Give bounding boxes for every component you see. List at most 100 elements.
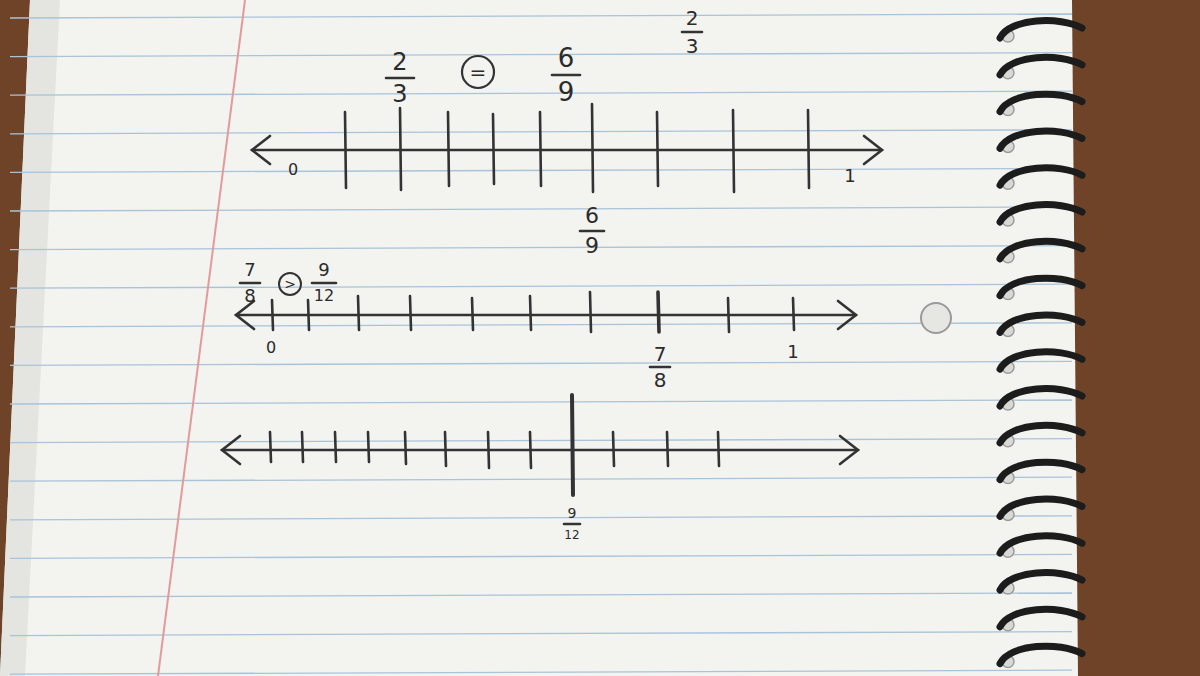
tick-mark [793,298,794,330]
tick-mark [272,300,273,330]
ruled-line [10,361,1072,365]
handwritten-number: 12 [314,288,334,304]
handwritten-number: 2 [392,50,407,74]
tick-mark [445,432,446,466]
punch-hole [921,303,951,333]
spiral-ring [1000,573,1082,590]
ruled-line [10,91,1072,95]
spiral-ring [1000,278,1082,295]
tick-mark [728,298,729,332]
ruled-line [10,400,1072,404]
tick-mark [345,112,346,188]
axis-line [236,314,856,317]
handwritten-number: 7 [654,344,667,364]
spiral-ring [1000,352,1082,369]
ruled-line [10,323,1072,327]
handwritten-number: 8 [654,370,667,390]
tick-mark [493,114,494,184]
ruled-line [10,477,1072,481]
pencil-drawing [222,32,882,524]
fraction-bar [552,74,580,77]
tick-mark [667,432,668,466]
circled-symbol [279,273,301,295]
spiral-ring [1000,646,1082,663]
handwritten-number: 1 [844,167,855,185]
tick-mark [472,298,473,330]
spiral-ring [1000,315,1082,332]
tick-mark [368,432,369,462]
tick-mark [335,432,336,462]
handwritten-number: = [470,62,487,82]
ruled-line [10,439,1072,443]
paper-edge-shade [0,0,60,676]
spiral-ring [1000,462,1082,479]
handwritten-number: 9 [318,261,329,279]
tick-mark [540,112,541,186]
arrow-head [840,436,858,464]
spiral-ring [1000,389,1082,406]
handwritten-number: 0 [288,162,298,178]
fraction-bar [564,523,580,526]
handwritten-number: > [284,277,296,291]
ruled-line [10,207,1072,211]
ruled-line [10,14,1072,18]
fraction-bar [580,230,604,233]
spiral-ring [1000,57,1082,74]
tick-mark [410,296,411,330]
tick-mark [530,432,531,468]
handwritten-number: 8 [244,287,255,305]
tick-mark [530,296,531,330]
handwritten-number: 6 [585,205,599,227]
arrow-head [222,436,240,464]
handwritten-number: 3 [686,36,699,56]
ruled-line [10,246,1072,250]
spiral-ring [1000,241,1082,258]
arrow-head [864,136,882,164]
tick-mark [658,292,659,332]
handwritten-number: 2 [686,8,699,28]
tick-mark [405,432,406,464]
handwritten-number: 6 [558,45,575,71]
tick-mark [448,112,449,186]
spiral-ring [1000,21,1082,38]
tick-mark [592,104,593,192]
tick-mark [808,110,809,188]
tick-mark [270,432,271,462]
spiral-ring [1000,168,1082,185]
arrow-head [236,301,254,329]
ruled-line [10,632,1072,636]
handwritten-number: 9 [568,506,577,520]
handwritten-number: 12 [564,529,579,541]
tick-mark [302,432,303,462]
fraction-bar [650,366,670,369]
number-line [252,104,882,192]
handwritten-number: 1 [787,343,798,361]
spiral-ring [1000,131,1082,148]
handwritten-number: 9 [585,235,599,257]
handwritten-number: 3 [392,82,407,106]
arrow-head [838,301,856,329]
tick-mark [718,432,719,466]
tick-mark [308,300,309,330]
ruled-line [10,53,1072,57]
ruled-lines [10,14,1072,674]
handwritten-number: 9 [558,79,575,105]
tick-mark [590,292,591,332]
tick-mark [657,112,658,186]
ruled-line [10,670,1072,674]
ruled-line [10,554,1072,558]
tick-mark [733,110,734,192]
ruled-line [10,516,1072,520]
spiral-ring [1000,499,1082,516]
margin-line [158,0,245,676]
handwritten-number: 0 [266,340,276,356]
spiral-binding [1000,21,1082,668]
spiral-ring [1000,536,1082,553]
handwritten-number: 7 [244,261,255,279]
circled-symbol [462,56,494,88]
spiral-ring [1000,609,1082,626]
number-line [222,395,858,495]
